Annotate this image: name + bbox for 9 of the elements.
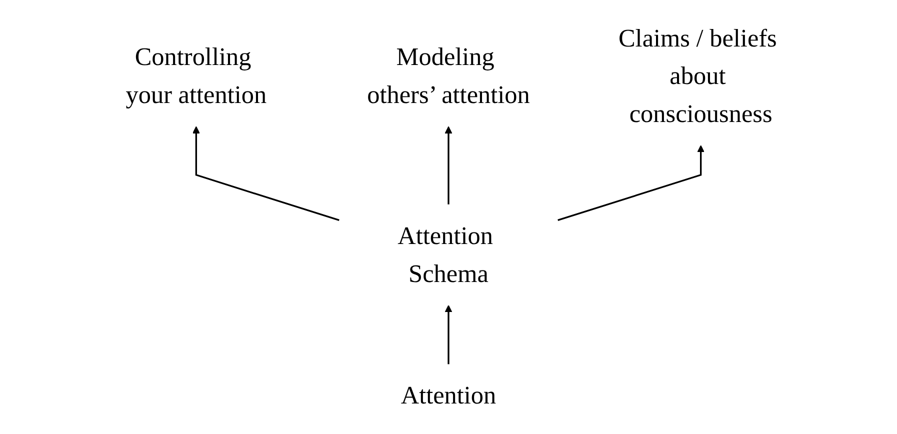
node-text: Attention Schema <box>398 222 493 288</box>
arrow <box>444 304 452 364</box>
arrow <box>192 126 340 222</box>
arrow <box>444 126 452 204</box>
node-text: Attention <box>400 382 496 410</box>
node-text: Claims / beliefs about consciousness <box>618 24 777 128</box>
node-text: Modeling others’ attention <box>367 43 530 109</box>
arrow <box>558 145 705 222</box>
node-text: Controlling your attention <box>126 43 267 109</box>
